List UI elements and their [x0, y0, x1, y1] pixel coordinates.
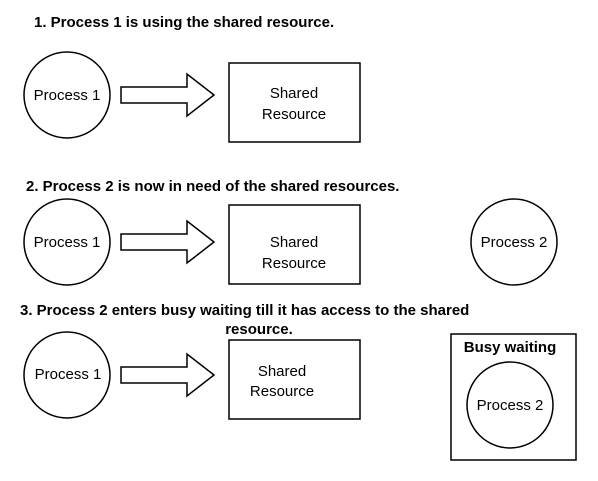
step-3-resource-label-line-1: Shared [258, 363, 306, 380]
step-3-heading-line-2: resource. [225, 321, 293, 338]
step-3-resource-label-line-2: Resource [250, 383, 314, 400]
step-2-resource-label-line-1: Shared [270, 234, 318, 251]
step-1: 1. Process 1 is using the shared resourc… [23, 14, 361, 143]
step-2-heading: 2. Process 2 is now in need of the share… [26, 178, 399, 195]
step-1-heading: 1. Process 1 is using the shared resourc… [34, 14, 334, 31]
step-1-arrow [120, 72, 216, 118]
step-2-shared-resource-box [228, 204, 361, 285]
step-3-process-2-label: Process 2 [477, 397, 544, 414]
step-2: 2. Process 2 is now in need of the share… [23, 178, 558, 286]
step-3-arrow [120, 352, 216, 398]
step-1-resource-label-line-1: Shared [270, 85, 318, 102]
step-3-heading-line-1: 3. Process 2 enters busy waiting till it… [20, 302, 469, 319]
step-3-process-1-label: Process 1 [35, 366, 102, 383]
step-3-process-2-circle [466, 361, 554, 449]
step-1-shared-resource-box [228, 62, 361, 143]
step-2-process-2-label: Process 2 [481, 234, 548, 251]
step-1-process-1-label: Process 1 [34, 87, 101, 104]
step-2-arrow [120, 219, 216, 265]
step-3: 3. Process 2 enters busy waiting till it… [20, 302, 577, 461]
step-3-process-1-circle [23, 331, 111, 419]
step-1-resource-label-line-2: Resource [262, 106, 326, 123]
step-2-resource-label-line-2: Resource [262, 255, 326, 272]
step-2-process-2-circle [470, 198, 558, 286]
step-2-process-1-label: Process 1 [34, 234, 101, 251]
step-3-shared-resource-box [228, 339, 361, 420]
step-2-process-1-circle [23, 198, 111, 286]
step-1-process-1-circle [23, 51, 111, 139]
busy-waiting-title: Busy waiting [464, 339, 557, 356]
